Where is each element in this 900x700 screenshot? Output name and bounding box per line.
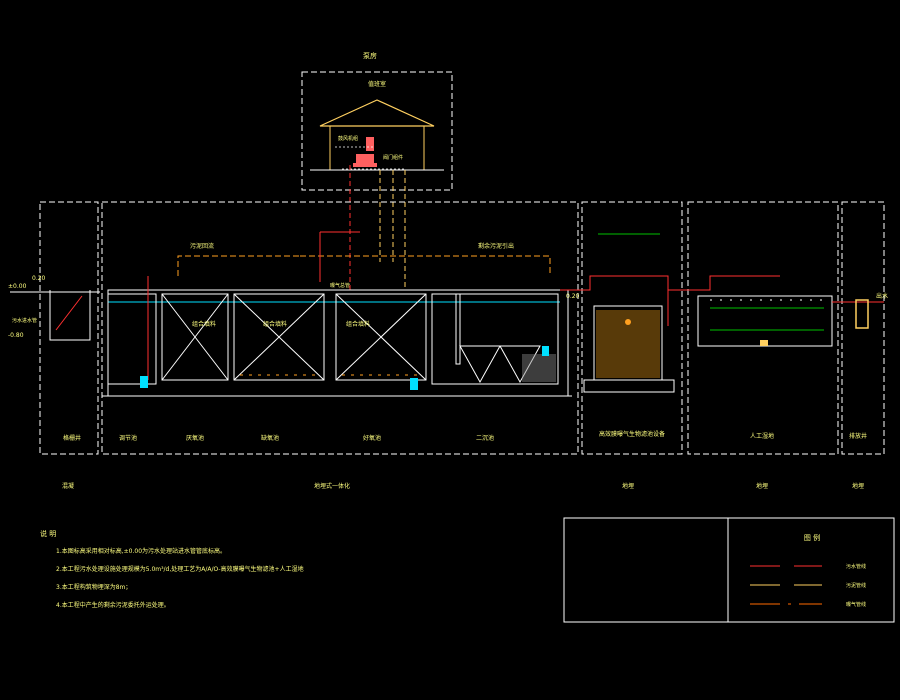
grid-well-box	[49, 290, 91, 341]
wetland-bed	[697, 295, 833, 347]
blower-room-label: 泵房	[363, 51, 377, 60]
level-right: 0.20	[566, 293, 580, 300]
legend-item: 污水管线	[750, 563, 866, 570]
anoxic-tank	[233, 293, 325, 381]
section-integrated	[101, 201, 579, 455]
label-anoxic: 缺氧池	[261, 434, 279, 442]
outlet-label: 出水	[876, 292, 888, 300]
blower-motor	[356, 154, 374, 164]
outfall-well	[855, 299, 869, 329]
legend-frame	[563, 517, 895, 623]
aerobic-pump	[410, 378, 418, 390]
label-wetland: 人工湿地	[750, 432, 774, 440]
mbr-base	[583, 379, 675, 393]
aeration-main-label: 曝气总管	[330, 282, 350, 289]
legend-item: 污泥管线	[750, 582, 866, 589]
wetland-outlet	[760, 340, 768, 346]
label-outfall: 排放井	[849, 432, 867, 440]
sludge-return-pipe	[177, 255, 300, 276]
sludge-outlet-label: 剩余污泥引出	[478, 242, 514, 250]
label-mbr: 高效膜曝气生物滤池设备	[599, 430, 665, 438]
settling-tank	[431, 293, 559, 385]
inlet-label: 污水进水管	[12, 317, 37, 324]
label-grid-well: 格栅井	[63, 434, 81, 442]
label-adjust: 调节池	[119, 434, 137, 442]
section-label-5: 地埋	[852, 482, 864, 490]
section-outfall	[841, 201, 885, 455]
level-left-top: ±0.00	[8, 283, 27, 290]
settle-sludge	[522, 354, 556, 382]
section-label-4: 地埋	[756, 482, 768, 490]
bio1-label: 组合填料	[192, 320, 216, 328]
section-label-2: 地埋式一体化	[314, 482, 350, 490]
settle-baffle	[455, 293, 461, 365]
section-label-3: 地埋	[622, 482, 634, 490]
note-2: 2.本工程污水处理设施处理规模为5.0m³/d,处理工艺为A/A/O-高效膜曝气…	[56, 565, 304, 573]
settle-pump	[542, 346, 549, 356]
blower-house-frame	[301, 71, 453, 191]
label-anaerobic: 厌氧池	[186, 434, 204, 442]
legend-label-0: 污水管线	[846, 563, 866, 570]
aerobic-x2	[335, 293, 427, 381]
wetland-inlet-pipe	[668, 275, 780, 291]
note-1: 1.本图标高采用相对标高,±0.00为污水处理站进水管管底标高。	[56, 547, 226, 555]
aerobic-tank	[335, 293, 427, 381]
settle-hopper-1	[459, 345, 501, 384]
section-wetland	[687, 201, 839, 455]
mbr-aerator	[625, 319, 631, 325]
label-aerobic: 好氧池	[363, 434, 381, 442]
sludge-outlet-pipe	[300, 255, 551, 276]
valve-group-label: 阀门组件	[383, 154, 403, 161]
anaerobic-x2	[161, 293, 229, 381]
blower-base	[353, 163, 377, 167]
anaerobic-tank	[161, 293, 229, 381]
house-roof	[319, 99, 435, 127]
notes-title: 说 明	[40, 529, 56, 538]
sludge-return-label: 污泥回流	[190, 242, 214, 250]
blower-group-label: 鼓风机组	[338, 135, 358, 142]
adjust-pump	[140, 376, 148, 388]
legend-title: 图 例	[804, 533, 820, 542]
anoxic-x2	[233, 293, 325, 381]
note-4: 4.本工程中产生的剩余污泥委托外运处理。	[56, 601, 170, 609]
grid-screen	[55, 295, 83, 331]
section-label-1: 混凝	[62, 482, 74, 490]
legend-item: 曝气管线	[750, 601, 866, 608]
adjust-tank	[107, 293, 157, 385]
blower-unit	[366, 137, 374, 151]
section-mbr	[581, 201, 683, 455]
duty-room-label: 值班室	[368, 80, 386, 88]
level-left-high: 0.20	[32, 275, 46, 282]
bio3-label: 组合填料	[346, 320, 370, 328]
legend-label-2: 曝气管线	[846, 601, 866, 608]
level-left-low: -0.80	[8, 332, 24, 339]
bio2-label: 组合填料	[263, 320, 287, 328]
mbr-inlet-pipe	[560, 275, 669, 326]
label-settle: 二沉池	[476, 434, 494, 442]
settle-hopper-2	[499, 345, 541, 384]
note-3: 3.本工程构筑物埋深为8m；	[56, 583, 131, 591]
legend-label-1: 污泥管线	[846, 582, 866, 589]
section-grid-well	[39, 201, 99, 455]
